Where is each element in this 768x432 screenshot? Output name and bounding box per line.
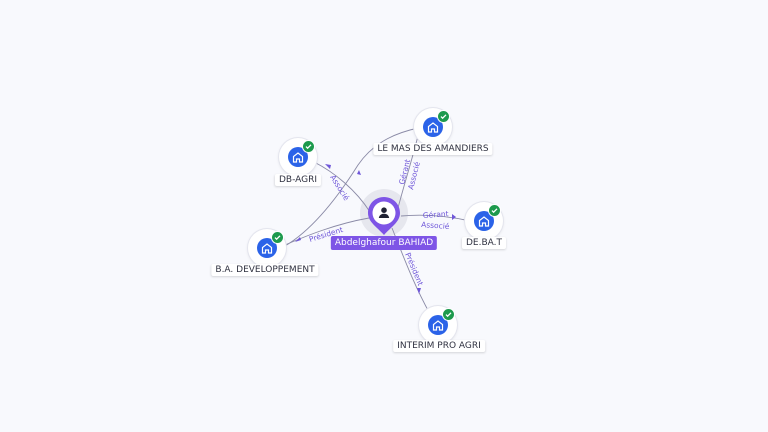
location-pin-icon (368, 197, 400, 235)
verified-check-icon (437, 110, 450, 123)
edge-label-de-ba-t-associe: Associé (421, 220, 450, 231)
company-node-le-mas[interactable] (414, 108, 452, 146)
company-node-interim[interactable] (419, 306, 457, 344)
arrow-db-agri (325, 164, 331, 169)
person-node[interactable] (360, 189, 408, 237)
company-label-le-mas[interactable]: LE MAS DES AMANDIERS (373, 143, 493, 155)
verified-check-icon (302, 140, 315, 153)
verified-check-icon (442, 308, 455, 321)
edge-label-db-agri: Associé (328, 173, 351, 202)
edge-le-mas (397, 131, 420, 209)
person-label[interactable]: Abdelghafour BAHIAD (330, 236, 438, 250)
edge-ba-dev-curve (284, 127, 419, 247)
edge-db-agri (313, 161, 371, 213)
verified-check-icon (488, 204, 501, 217)
arrow-interim (417, 288, 421, 294)
edge-de-ba-t (400, 214, 471, 222)
arrow-de-ba-t (452, 214, 456, 220)
company-label-interim[interactable]: INTERIM PRO AGRI (393, 340, 485, 352)
company-node-db-agri[interactable] (279, 138, 317, 176)
company-label-db-agri[interactable]: DB-AGRI (274, 174, 322, 186)
person-icon (378, 207, 390, 218)
building-icon (474, 211, 494, 231)
building-icon (257, 238, 277, 258)
company-node-de-ba-t[interactable] (465, 202, 503, 240)
company-label-ba-dev[interactable]: B.A. DEVELOPPEMENT (211, 264, 319, 276)
arrow-ba-dev (295, 237, 301, 242)
building-icon (428, 315, 448, 335)
arrow-db-agri-2 (357, 170, 361, 175)
edge-label-de-ba-t-gerant: Gérant (423, 209, 449, 220)
building-icon (288, 147, 308, 167)
company-node-ba-dev[interactable] (248, 229, 286, 267)
verified-check-icon (271, 231, 284, 244)
building-icon (423, 117, 443, 137)
company-label-de-ba-t[interactable]: DE.BA.T (461, 237, 507, 249)
